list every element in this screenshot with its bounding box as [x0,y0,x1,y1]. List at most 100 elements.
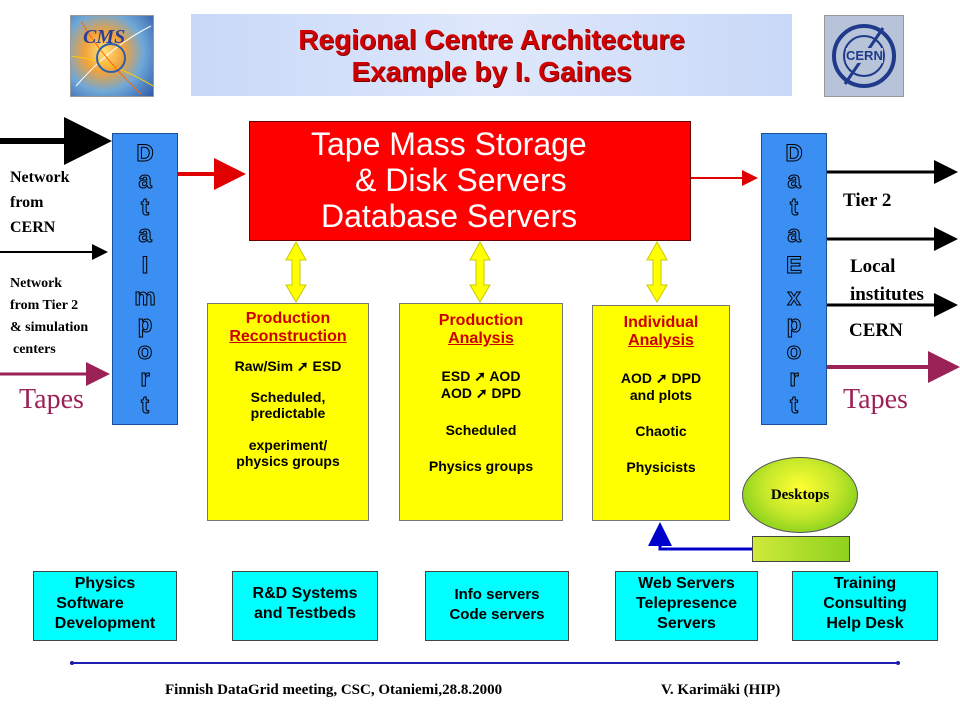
data-export-letter-5: x [787,284,801,311]
web-servers-line-3: Servers [657,615,716,632]
physics-software-line-3: Development [54,615,156,632]
desktop-bar [752,536,850,562]
data-export-letter-4: E [785,252,802,279]
prod-reco-line-1: Raw/Sim ➚ ESD [234,358,342,374]
data-import-letter-0: D [136,140,154,167]
cern-logo-text: CERN [846,48,883,63]
prod-ana-line-3: Scheduled [445,422,517,438]
data-import-letter-3: a [138,221,152,248]
label-cern-out: CERN [849,320,903,341]
prod-reco-title-2: Reconstruction [229,328,347,345]
training-line-3: Help Desk [826,615,904,632]
data-export-letter-1: a [787,167,801,194]
label-network-tier2: Network from Tier 2 & simulation centers [10,273,88,361]
box-production-analysis: Production Analysis ESD ➚ AOD AOD ➚ DPD … [399,303,563,521]
prod-ana-title-2: Analysis [448,330,514,347]
data-export-letter-7: o [786,338,802,365]
cms-logo: CMS [70,15,154,97]
label-network-cern-2: from [10,194,44,211]
footer-right: V. Karimäki (HIP) [661,682,781,698]
web-servers-line-2: Telepresence [635,595,738,612]
ind-ana-line-4: Physicists [626,459,696,475]
physics-software-line-2: Software [56,595,124,612]
ind-ana-line-3: Chaotic [635,423,687,439]
title-banner: Regional Centre Architecture Example by … [191,14,792,96]
label-network-tier2-3: & simulation [10,320,89,335]
prod-reco-line-3: predictable [250,405,326,421]
storage-box: Tape Mass Storage & Disk Servers Databas… [249,121,691,241]
desktops-label: Desktops [770,487,830,503]
title-line-1: Regional Centre Architecture [298,24,685,55]
cms-logo-graphic [71,20,153,95]
data-import-letter-1: a [138,167,152,194]
ind-ana-line-1: AOD ➚ DPD [620,370,702,386]
prod-reco-line-2: Scheduled, [250,389,326,405]
cms-logo-text: CMS [83,26,126,48]
prod-ana-title-1: Production [438,312,524,329]
data-import-letter-2: t [141,194,150,221]
box-production-reconstruction: Production Reconstruction Raw/Sim ➚ ESD … [207,303,369,521]
label-local-1: Local [850,256,896,277]
cern-logo: CERN [824,15,904,97]
info-servers-line-2: Code servers [449,606,545,623]
training-line-1: Training [833,575,897,592]
footer-left: Finnish DataGrid meeting, CSC, Otaniemi,… [165,682,503,698]
storage-line-1: Tape Mass Storage [311,126,587,162]
data-import-letter-4: I [141,252,149,279]
box-individual-analysis: Individual Analysis AOD ➚ DPD and plots … [592,305,730,521]
ind-ana-title-1: Individual [623,314,699,331]
rd-systems-line-2: and Testbeds [254,605,356,622]
prod-reco-line-4: experiment/ [248,437,328,453]
box-training: Training Consulting Help Desk [792,571,938,641]
data-export-letter-2: t [790,194,799,221]
label-tapes-right: Tapes [843,384,908,415]
label-network-tier2-4: centers [13,342,56,357]
prod-reco-line-5: physics groups [236,453,340,469]
data-import-letter-9: t [141,392,150,419]
label-tier2: Tier 2 [843,190,892,211]
data-export-letter-9: t [790,392,799,419]
label-local-2: institutes [850,284,924,305]
desktops-ellipse: Desktops [742,457,858,533]
box-web-servers: Web Servers Telepresence Servers [615,571,758,641]
web-servers-line-1: Web Servers [638,575,735,592]
training-line-2: Consulting [823,595,907,612]
prod-reco-title-1: Production [245,310,331,327]
data-import-letter-7: o [137,338,153,365]
label-network-cern: Network from CERN [10,165,70,240]
label-network-tier2-2: from Tier 2 [10,298,79,313]
ind-ana-line-2: and plots [629,387,693,403]
prod-ana-line-1: ESD ➚ AOD [441,368,521,384]
data-import-letter-5: m [134,284,156,311]
data-export-letter-8: r [789,365,799,392]
rd-systems-line-1: R&D Systems [252,585,358,602]
data-import-letter-8: r [140,365,150,392]
box-info-servers: Info servers Code servers [425,571,569,641]
data-export-letter-6: p [786,311,802,338]
storage-line-3: Database Servers [321,198,578,234]
title-line-2: Example by I. Gaines [351,56,632,87]
prod-ana-line-2: AOD ➚ DPD [440,385,522,401]
storage-line-2: & Disk Servers [355,162,567,198]
data-export-letter-0: D [785,140,803,167]
label-network-cern-1: Network [10,169,70,186]
ind-ana-title-2: Analysis [628,332,694,349]
yellow-double-arrow-3 [646,240,668,303]
prod-ana-line-4: Physics groups [428,458,534,474]
label-local-institutes: Local institutes [850,253,924,309]
yellow-double-arrow-2 [469,240,491,303]
data-export-letter-3: a [787,221,801,248]
box-rd-systems: R&D Systems and Testbeds [232,571,378,641]
yellow-double-arrow-1 [285,240,307,303]
arrow-desktop-analysis [648,522,752,551]
info-servers-line-1: Info servers [454,586,540,603]
label-tapes-left: Tapes [19,384,84,415]
label-network-cern-3: CERN [10,219,56,236]
data-import-letter-6: p [137,311,153,338]
physics-software-line-1: Physics [74,575,136,592]
